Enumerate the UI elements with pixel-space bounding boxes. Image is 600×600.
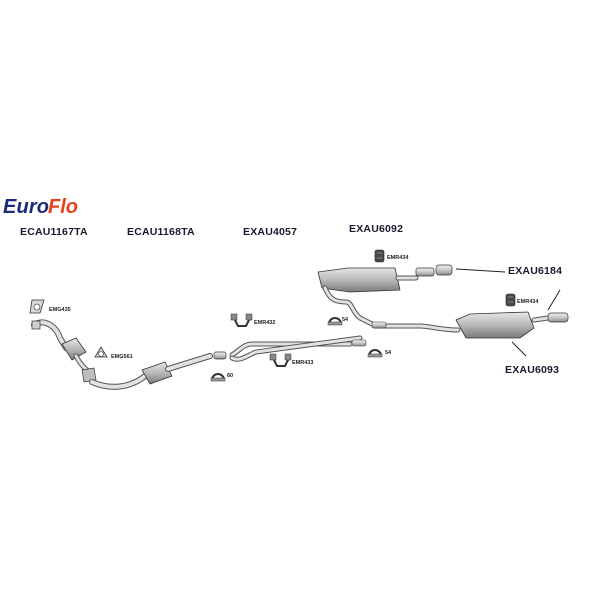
label-rear-silencer: EXAU6093 (505, 364, 560, 376)
label-clamp-60: 60 (227, 373, 234, 379)
label-mount-432: EMR432 (254, 320, 276, 326)
label-gasket-cat: EMG561 (111, 354, 133, 360)
svg-text:Euro: Euro (3, 196, 49, 218)
center-pipe (229, 335, 363, 362)
mount-433-icon (269, 353, 292, 367)
svg-text:Flo: Flo (48, 196, 78, 218)
mount-434b-icon (505, 293, 516, 307)
clamp-60-icon (210, 373, 226, 382)
label-catalyst: ECAU1168TA (127, 226, 195, 238)
label-gasket-front: EMG435 (49, 307, 71, 313)
clamp-54a-icon (327, 317, 343, 326)
clamp-54b-icon (367, 349, 383, 358)
label-mount-434b: EMR434 (517, 299, 539, 305)
label-mount-433: EMR433 (292, 360, 314, 366)
rear-silencer (455, 289, 569, 357)
gasket-cat-icon (94, 346, 108, 358)
euroflo-logo: Euro Flo (3, 196, 78, 218)
label-center-silencer: EXAU6092 (349, 223, 404, 235)
label-clamp-54a: 54 (342, 317, 349, 323)
mount-432-icon (230, 313, 253, 327)
label-center-pipe: EXAU4057 (243, 226, 298, 238)
catalyst-section (89, 353, 213, 390)
gasket-front-icon (29, 299, 45, 314)
connector-sleeve (213, 351, 227, 360)
center-silencer (317, 267, 419, 327)
label-mount-434a: EMR434 (387, 255, 409, 261)
left-tailpipe (415, 264, 506, 277)
front-downpipe (31, 319, 97, 383)
label-clamp-54b: 54 (385, 350, 392, 356)
rear-link-pipe (351, 321, 461, 347)
mount-434a-icon (374, 249, 385, 263)
label-front-pipe: ECAU1167TA (20, 226, 88, 238)
label-left-tailpipe: EXAU6184 (508, 265, 563, 277)
